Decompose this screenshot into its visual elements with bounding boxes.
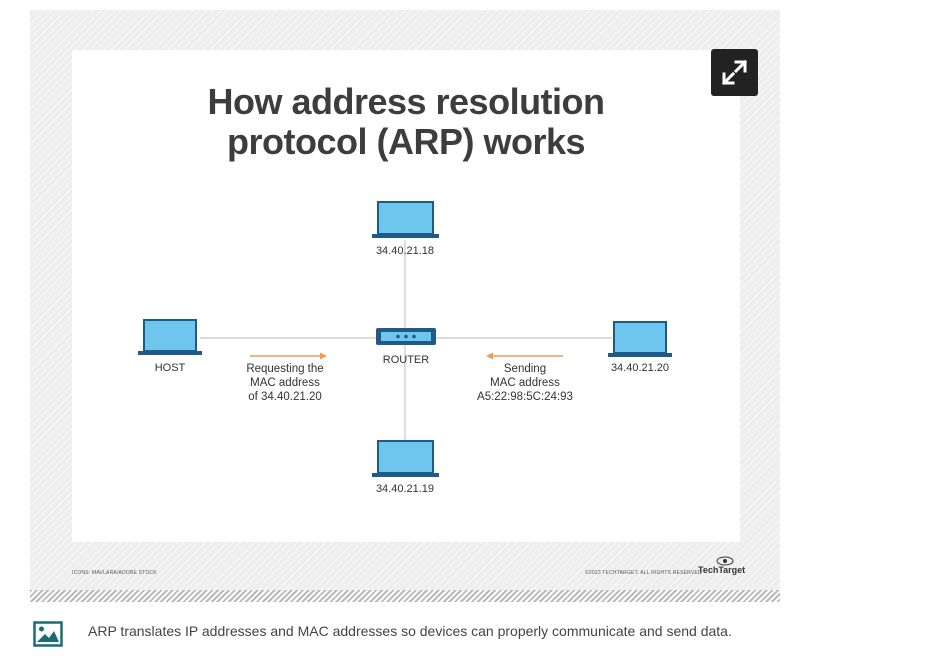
figure-title-line-2: protocol (ARP) works <box>226 121 586 162</box>
request-text-line-1: Requesting the <box>246 363 324 375</box>
response-text: Sending MAC address A5:22:98:5C:24:93 <box>455 362 595 404</box>
request-text-line-3: of 34.40.21.20 <box>248 391 322 403</box>
host-label: HOST <box>154 362 186 374</box>
response-text-line-3: A5:22:98:5C:24:93 <box>477 391 573 403</box>
request-arrow-icon <box>250 352 327 360</box>
right-device-ip: 34.40.21.20 <box>610 362 670 374</box>
response-text-line-2: MAC address <box>490 377 560 389</box>
request-text-line-2: MAC address <box>250 377 320 389</box>
laptop-host-icon <box>138 319 202 355</box>
top-device-ip: 34.40.21.18 <box>375 245 435 257</box>
bottom-device-ip: 34.40.21.19 <box>375 483 435 495</box>
laptop-right-icon <box>608 321 672 357</box>
expand-button[interactable] <box>711 49 758 96</box>
figure-caption: ARP translates IP addresses and MAC addr… <box>88 623 732 639</box>
brand-text: TechTarget <box>698 565 746 575</box>
techtarget-logo: TechTarget <box>698 556 746 575</box>
response-arrow-icon <box>486 352 563 360</box>
router-label: ROUTER <box>382 354 430 366</box>
icon-credit: ICONS: MAVLARA/ADOBE STOCK <box>72 570 157 576</box>
laptop-top-icon <box>372 201 439 238</box>
copyright: ©2023 TECHTARGET. ALL RIGHTS RESERVED <box>585 570 702 576</box>
figure-frame-bottom-border <box>30 590 780 602</box>
router-icon <box>376 328 436 345</box>
request-text: Requesting the MAC address of 34.40.21.2… <box>220 362 350 404</box>
figure-title-line-1: How address resolution <box>207 81 605 122</box>
figure-title: How address resolution protocol (ARP) wo… <box>72 82 740 162</box>
laptop-bottom-icon <box>372 440 439 477</box>
eye-icon <box>716 556 734 566</box>
expand-icon <box>722 60 747 85</box>
response-text-line-1: Sending <box>503 363 547 375</box>
image-icon <box>33 621 63 647</box>
